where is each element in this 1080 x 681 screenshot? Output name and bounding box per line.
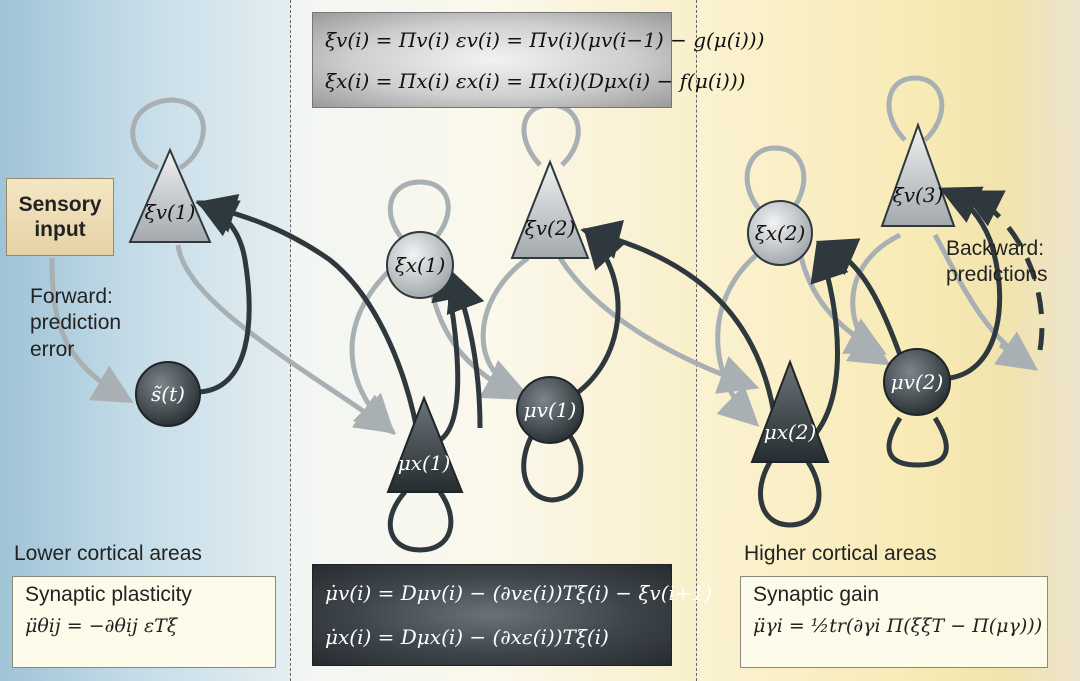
self-loop-mu-v2: [886, 416, 949, 468]
node-xi-x2: [747, 200, 813, 266]
arrow-forward-dashed: [998, 342, 1030, 367]
node-mu-x2: [750, 359, 830, 463]
equation-mu-x: μ̇x(i) = Dμx(i) − (∂xε(i))Tξ(i): [325, 625, 609, 649]
prediction-error-equations: ξv(i) = Πv(i) εv(i) = Πv(i)(μv(i−1) − g(…: [312, 12, 765, 108]
synaptic-plasticity-title: Synaptic plasticity: [25, 583, 192, 606]
right-divider: [696, 0, 697, 681]
self-loops-light: [130, 75, 945, 244]
self-loops-dark: [387, 416, 949, 553]
lower-cortical-areas-label: Lower cortical areas: [14, 542, 202, 565]
node-mu-x1: [386, 395, 464, 493]
synaptic-plasticity-equation: μ̈θij = −∂θij εTξ: [25, 615, 178, 637]
arrow-xi-v3-onward: [932, 233, 1039, 371]
equation-xi-v: ξv(i) = Πv(i) εv(i) = Πv(i)(μv(i−1) − g(…: [325, 27, 765, 52]
node-s-t: [135, 361, 201, 427]
expectation-update-equations: μ̇v(i) = Dμv(i) − (∂vε(i))Tξ(i) − ξv(i+1…: [312, 564, 713, 666]
self-loop-mu-x1: [387, 490, 454, 553]
sensory-input-box: Sensory input: [6, 178, 114, 256]
arrow-mu-v1-to-xi-x1: [446, 270, 485, 429]
synaptic-plasticity-box: Synaptic plasticity μ̈θij = −∂θij εTξ: [12, 576, 276, 668]
arrow-mu-x2-to-xi-v2: [580, 220, 778, 421]
arrow-mu-v2-to-xi-x2: [815, 238, 903, 356]
left-divider: [290, 0, 291, 681]
arrow-xi-v2-to-mu-v1: [480, 255, 530, 397]
arrow-mu-x1-to-xi-v1: [195, 194, 423, 449]
synaptic-gain-box: Synaptic gain μ̈γi = ½tr(∂γi Π(ξξT − Π(μ…: [740, 576, 1048, 668]
self-loop-xi-v1: [130, 97, 206, 171]
arrow-xi-x2-to-mu-x2: [715, 250, 762, 427]
self-loop-mu-x2: [758, 460, 822, 528]
arrow-mu-x1-to-xi-x1: [431, 260, 471, 443]
lower-area-background: [0, 0, 290, 681]
node-xi-v2: [510, 159, 590, 259]
forward-prediction-error-label: Forward: prediction error: [30, 285, 122, 361]
node-mu-v1: [516, 376, 584, 444]
self-loop-mu-v1: [521, 428, 584, 503]
self-loop-xi-x2: [744, 145, 807, 212]
synaptic-gain-title: Synaptic gain: [753, 583, 880, 606]
arrow-backward-dashed: [961, 190, 1045, 351]
arrow-sensory-to-s: [49, 257, 134, 404]
synaptic-gain-equation: μ̈γi = ½tr(∂γi Π(ξξT − Π(μγ))): [753, 615, 1043, 637]
arrow-xi-x1-to-mu-x1: [349, 270, 396, 436]
node-xi-v1: [128, 147, 212, 243]
backward-predictions-label: Backward: predictions: [946, 237, 1048, 287]
backward-arrows: [195, 186, 1045, 449]
node-xi-v3: [880, 122, 956, 227]
self-loop-xi-v2: [521, 102, 581, 167]
arrow-mu-x2-to-xi-x2: [808, 240, 849, 442]
arrow-xi-v1-to-mu-x1: [175, 244, 397, 434]
equation-mu-v: μ̇v(i) = Dμv(i) − (∂vε(i))Tξ(i) − ξv(i+1…: [325, 581, 713, 605]
node-xi-x1: [386, 231, 454, 299]
self-loop-xi-v3: [886, 75, 945, 142]
node-mu-v2: [883, 348, 951, 416]
equation-xi-x: ξx(i) = Πx(i) εx(i) = Πx(i)(Dμx(i) − f(μ…: [325, 68, 746, 93]
arrow-xi-v3-to-mu-v2: [845, 232, 902, 366]
self-loop-xi-x1: [387, 179, 451, 244]
higher-cortical-areas-label: Higher cortical areas: [744, 542, 937, 565]
